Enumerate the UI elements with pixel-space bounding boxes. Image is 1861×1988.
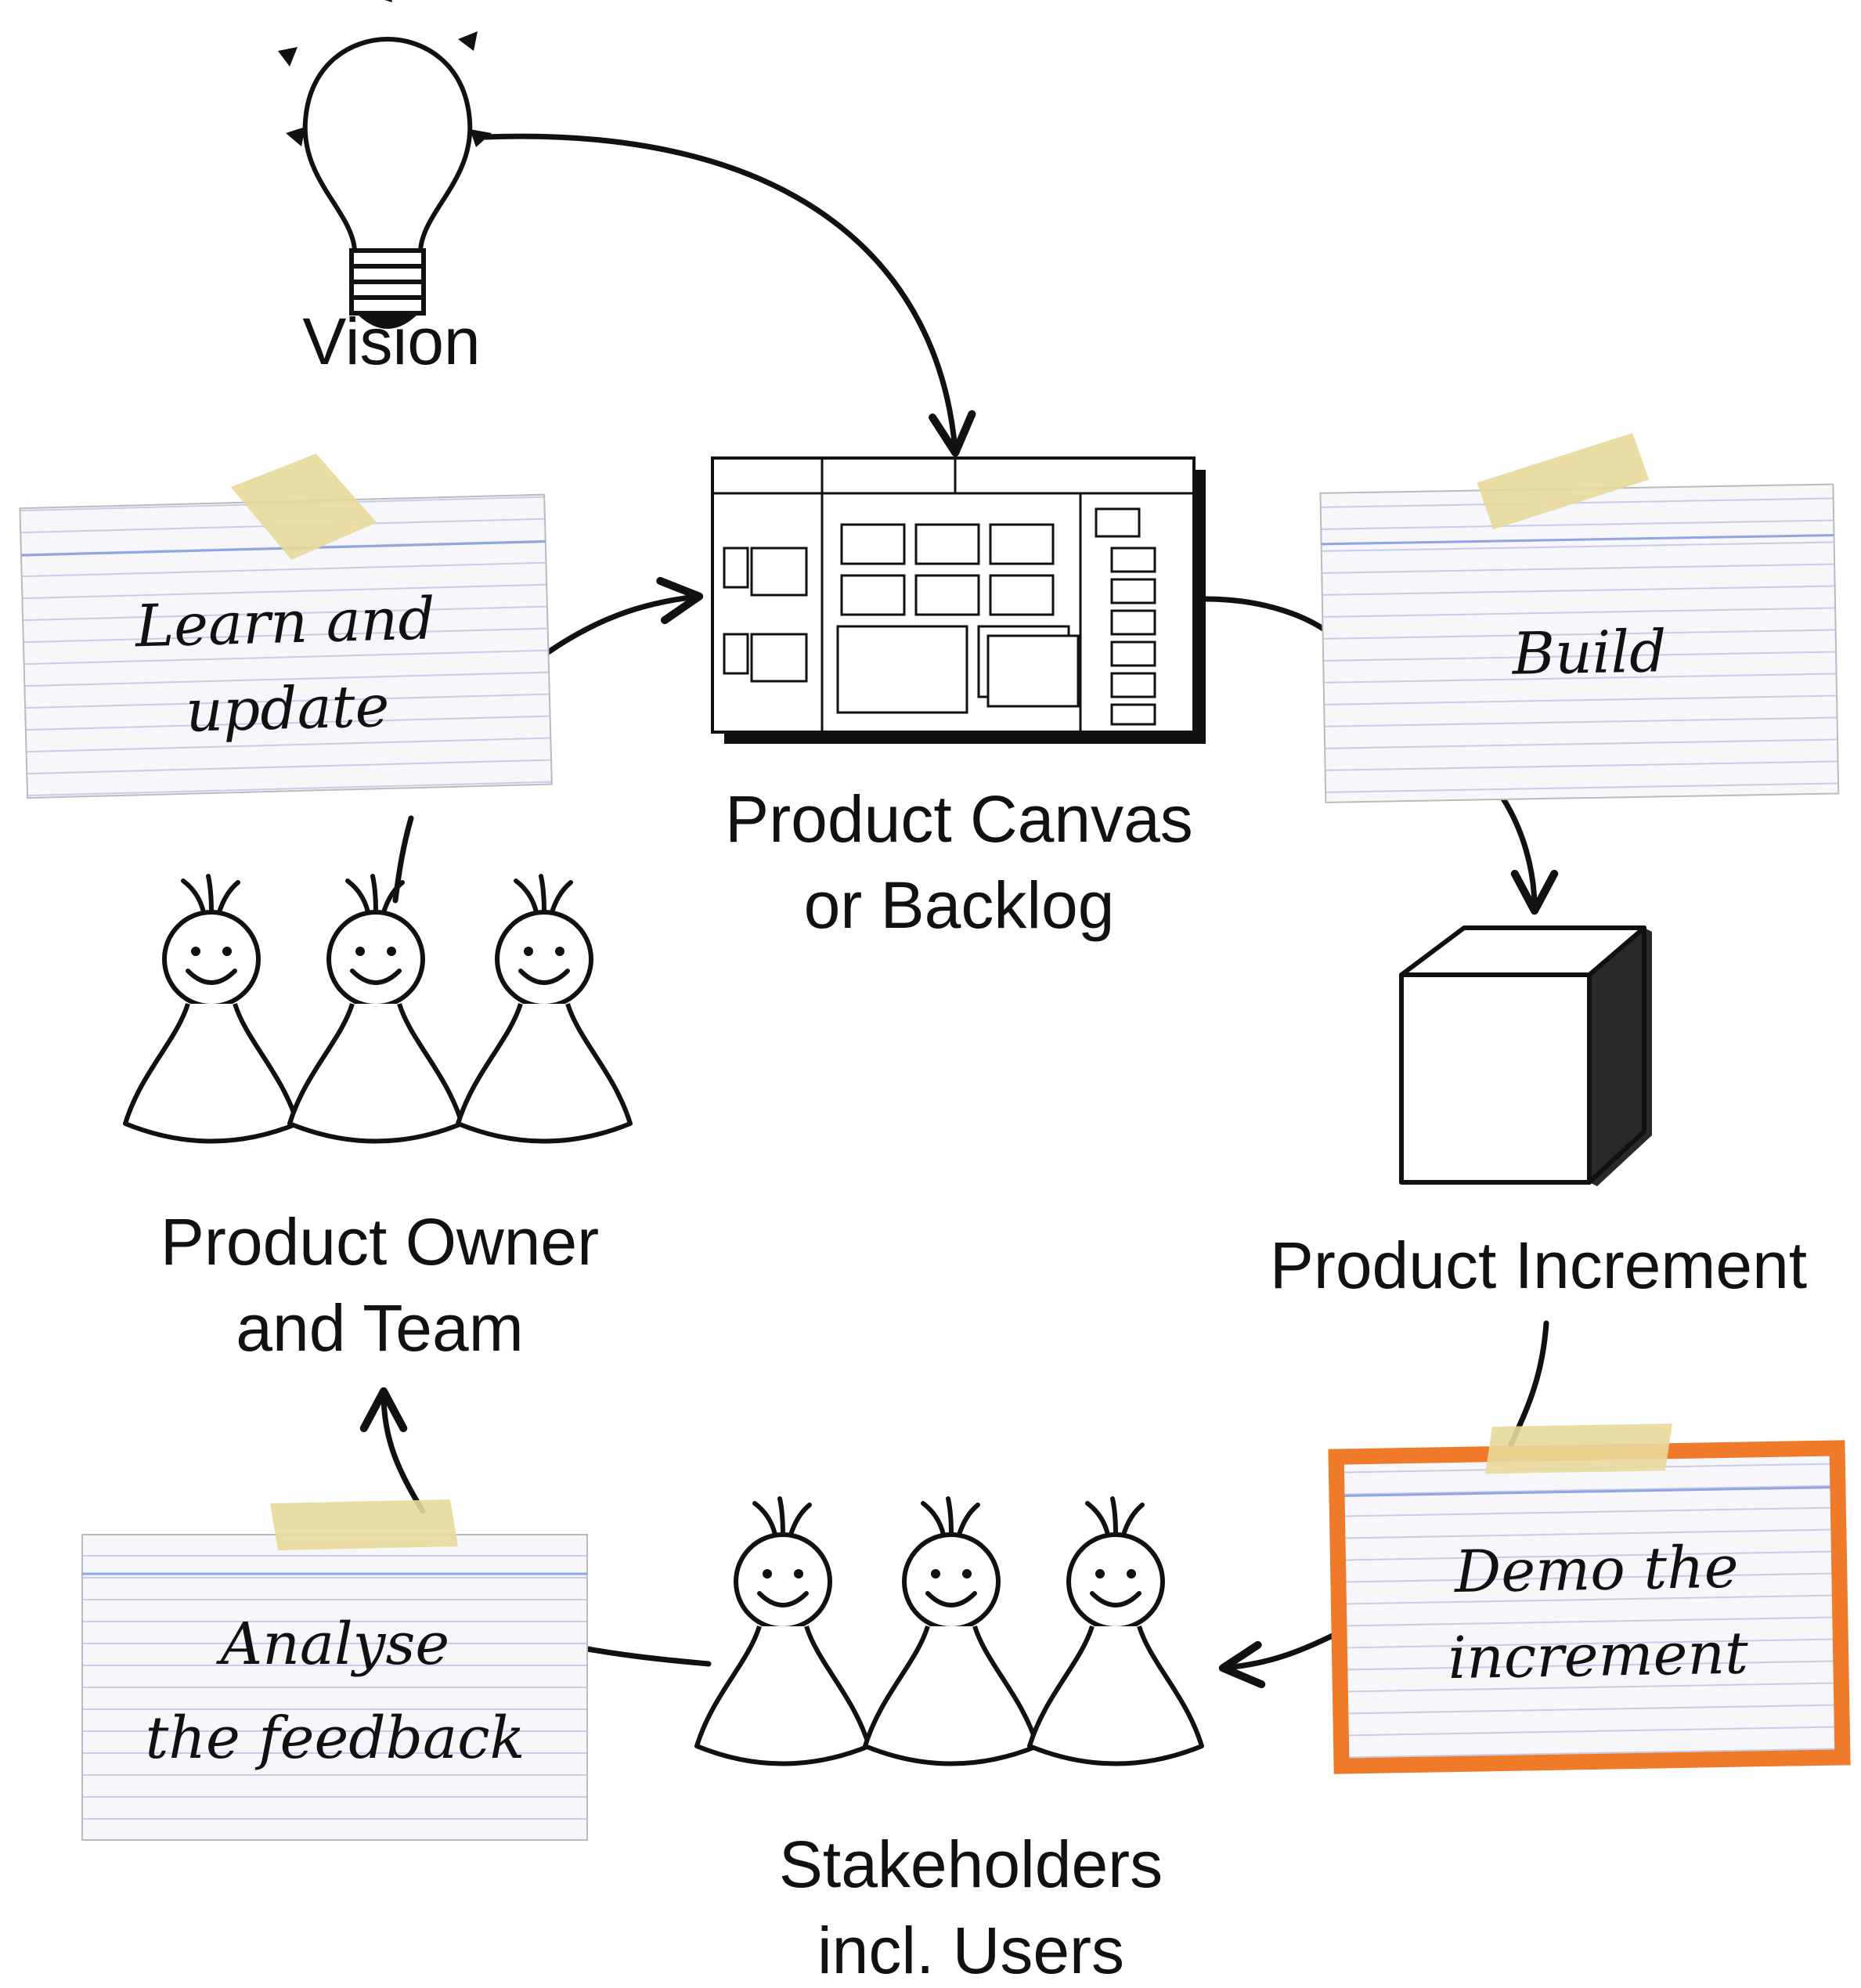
analyse-card: Analyse the feedback — [81, 1499, 588, 1841]
person-icon — [1030, 1499, 1202, 1764]
stakeholders-label-line-1: Stakeholders — [779, 1827, 1163, 1901]
demo-card: Demo the increment — [1328, 1423, 1851, 1774]
arrow-analyse-to-owner — [359, 1387, 426, 1514]
tape — [1477, 432, 1650, 530]
stakeholder-group — [697, 1499, 1202, 1764]
demo-card-line-1: Demo the — [1452, 1534, 1739, 1606]
person-icon — [697, 1499, 869, 1764]
stakeholders-label-line-2: incl. Users — [817, 1914, 1124, 1987]
vision-label: Vision — [302, 305, 480, 378]
tape — [230, 453, 377, 561]
learn-card: Learn and update — [19, 453, 553, 799]
cube-icon — [1399, 925, 1652, 1186]
canvas-label-line-2: or Backlog — [804, 868, 1115, 942]
person-icon — [458, 876, 630, 1142]
owner-label-line-1: Product Owner — [160, 1205, 599, 1279]
lightbulb-icon — [278, 0, 492, 329]
tape — [1485, 1423, 1672, 1474]
person-icon — [125, 876, 298, 1142]
tape — [270, 1499, 458, 1550]
build-card-line-1: Build — [1510, 618, 1667, 687]
canvas-label-line-1: Product Canvas — [725, 782, 1193, 856]
line-stakeholders-to-analyse — [580, 1645, 712, 1667]
build-card: Build — [1319, 432, 1840, 803]
increment-label: Product Increment — [1270, 1229, 1807, 1302]
learn-card-line-1: Learn and — [133, 585, 436, 660]
owner-label-line-2: and Team — [236, 1291, 523, 1365]
canvas-board-icon — [711, 456, 1206, 744]
learn-card-line-2: update — [185, 673, 390, 745]
arrow-learn-to-canvas — [537, 576, 704, 661]
analyse-card-line-1: Analyse — [216, 1611, 449, 1678]
demo-card-line-2: increment — [1448, 1619, 1749, 1692]
team-group — [125, 876, 630, 1142]
arrow-build-to-increment — [1500, 796, 1559, 915]
person-icon — [865, 1499, 1037, 1764]
analyse-card-line-2: the feedback — [146, 1705, 525, 1772]
arrow-demo-to-stakeholders — [1218, 1629, 1342, 1689]
arrow-vision-to-canvas — [482, 133, 976, 457]
person-icon — [290, 876, 462, 1142]
line-canvas-to-build — [1203, 596, 1334, 637]
